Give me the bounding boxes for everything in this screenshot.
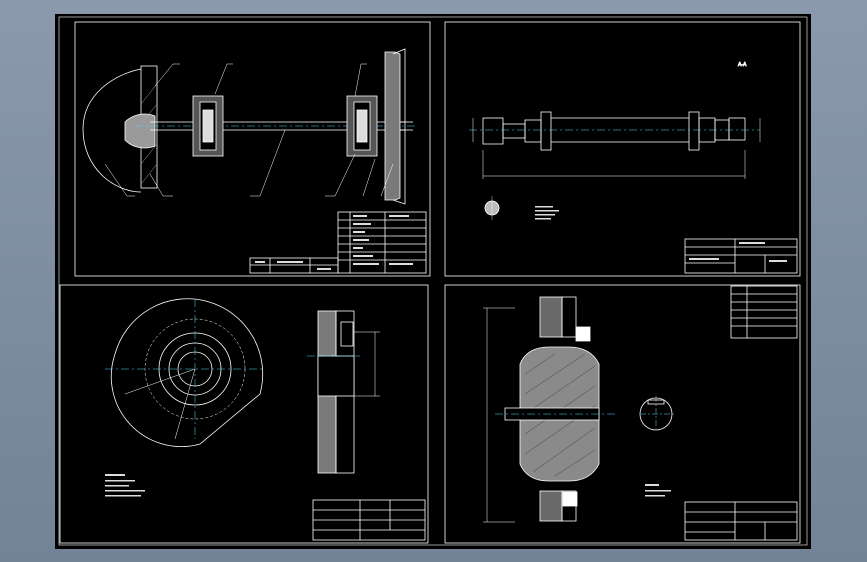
cam-section	[307, 310, 380, 474]
cam-arc	[82, 68, 142, 193]
lower-bracket	[539, 490, 563, 522]
pulley	[384, 51, 401, 201]
panel-shaft: A-A	[469, 62, 798, 274]
title-block-roller	[684, 501, 798, 541]
title-block-shaft	[684, 238, 798, 274]
view-label: A-A	[738, 62, 747, 68]
cad-drawing-sheet: A-A	[55, 14, 811, 549]
title-block-cam	[312, 499, 426, 541]
title-text-glyphs	[255, 215, 413, 270]
title-block-assembly	[249, 211, 427, 274]
leader-lines	[104, 63, 394, 197]
parts-table	[730, 285, 798, 339]
panel-assembly	[82, 48, 427, 274]
panel-roller	[483, 285, 798, 541]
drawing-canvas: A-A	[58, 16, 808, 546]
panel-frames	[58, 16, 808, 546]
cam-outline	[110, 298, 264, 447]
technical-notes	[105, 474, 145, 497]
hatched-hub	[124, 113, 156, 149]
shaft-end-left	[482, 117, 504, 145]
roller-bore	[504, 407, 600, 421]
panel-cam-disk	[105, 298, 426, 541]
upper-bracket	[539, 296, 563, 338]
